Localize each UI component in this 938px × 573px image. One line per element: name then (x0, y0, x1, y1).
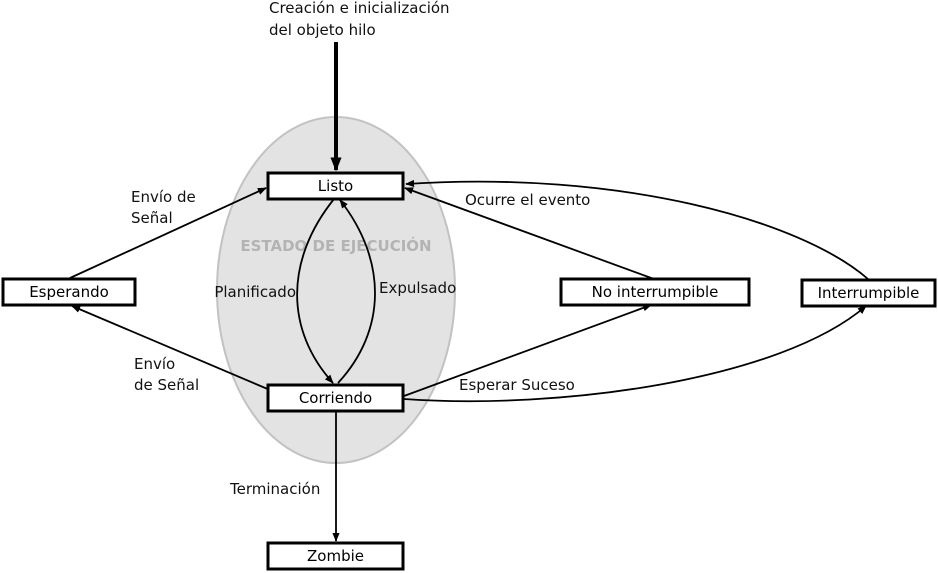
edge-envio-senal-top (69, 187, 267, 279)
node-esperando-label: Esperando (29, 283, 109, 301)
node-listo-label: Listo (318, 177, 353, 195)
node-corriendo: Corriendo (266, 383, 405, 413)
node-zombie-label: Zombie (307, 547, 364, 565)
edge-envio-senal-bottom (71, 305, 271, 391)
label-envio-senal-bottom-line1: Envío (134, 355, 175, 373)
node-interrumpible: Interrumpible (800, 278, 937, 308)
node-no-interrumpible: No interrumpible (559, 277, 751, 307)
node-esperando: Esperando (1, 277, 137, 307)
edge-esperar-suceso-no-interrumpible (403, 304, 652, 397)
edge-ocurre-evento-no-interrumpible (404, 187, 655, 280)
edge-expulsado (337, 199, 376, 384)
label-expulsado: Expulsado (379, 279, 456, 297)
label-creacion-line2: del objeto hilo (269, 21, 376, 39)
label-envio-senal-bottom-line2: de Señal (134, 376, 199, 394)
label-envio-senal-top-line2: Señal (131, 209, 173, 227)
node-no-interrumpible-label: No interrumpible (592, 283, 719, 301)
label-planificado: Planificado (214, 283, 296, 301)
edge-planificado (296, 198, 335, 384)
label-ocurre-evento: Ocurre el evento (465, 191, 590, 209)
label-terminacion: Terminación (229, 480, 320, 498)
label-esperar-suceso: Esperar Suceso (459, 376, 575, 394)
edge-esperar-suceso-interrumpible (403, 305, 867, 403)
execution-state-label: ESTADO DE EJECUCIÓN (240, 236, 431, 255)
node-corriendo-label: Corriendo (299, 389, 372, 407)
node-interrumpible-label: Interrumpible (818, 284, 920, 302)
edge-ocurre-evento-interrumpible (405, 179, 869, 280)
node-listo: Listo (266, 171, 405, 201)
node-zombie: Zombie (266, 541, 405, 571)
label-creacion-line1: Creación e inicialización (269, 0, 450, 17)
label-envio-senal-top-line1: Envío de (131, 188, 196, 206)
